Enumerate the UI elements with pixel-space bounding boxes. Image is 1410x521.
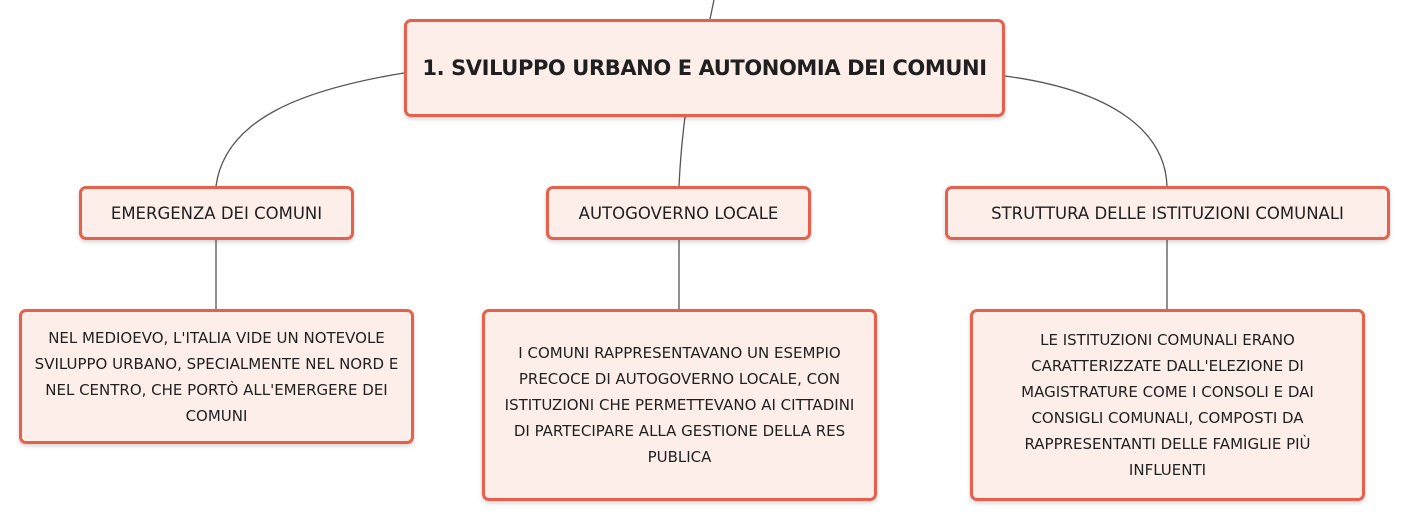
topic-autogoverno-locale[interactable]: AUTOGOVERNO LOCALE — [546, 186, 811, 240]
connector-root-to-autogoverno — [678, 116, 686, 187]
connector-root-to-emergenza — [215, 72, 405, 187]
topic-struttura-istituzioni-comunali[interactable]: STRUTTURA DELLE ISTITUZIONI COMUNALI — [945, 186, 1390, 240]
detail-struttura-istituzioni-comunali[interactable]: LE ISTITUZIONI COMUNALI ERANO CARATTERIZ… — [970, 309, 1365, 501]
connector-root-to-struttura — [1004, 75, 1168, 187]
detail-autogoverno-locale[interactable]: I COMUNI RAPPRESENTAVANO UN ESEMPIO PREC… — [482, 309, 877, 501]
root-topic-label: 1. SVILUPPO URBANO E AUTONOMIA DEI COMUN… — [422, 56, 987, 80]
root-topic-node[interactable]: 1. SVILUPPO URBANO E AUTONOMIA DEI COMUN… — [404, 19, 1005, 117]
detail-text: LE ISTITUZIONI COMUNALI ERANO CARATTERIZ… — [1021, 331, 1314, 479]
topic-label: AUTOGOVERNO LOCALE — [578, 203, 779, 223]
topic-label: EMERGENZA DEI COMUNI — [110, 203, 323, 223]
connector-parent-to-root — [709, 0, 715, 20]
detail-emergenza-dei-comuni[interactable]: NEL MEDIOEVO, L'ITALIA VIDE UN NOTEVOLE … — [19, 309, 414, 444]
topic-emergenza-dei-comuni[interactable]: EMERGENZA DEI COMUNI — [79, 186, 354, 240]
detail-text: I COMUNI RAPPRESENTAVANO UN ESEMPIO PREC… — [504, 344, 855, 466]
topic-label: STRUTTURA DELLE ISTITUZIONI COMUNALI — [991, 203, 1344, 223]
detail-text: NEL MEDIOEVO, L'ITALIA VIDE UN NOTEVOLE … — [34, 328, 399, 425]
